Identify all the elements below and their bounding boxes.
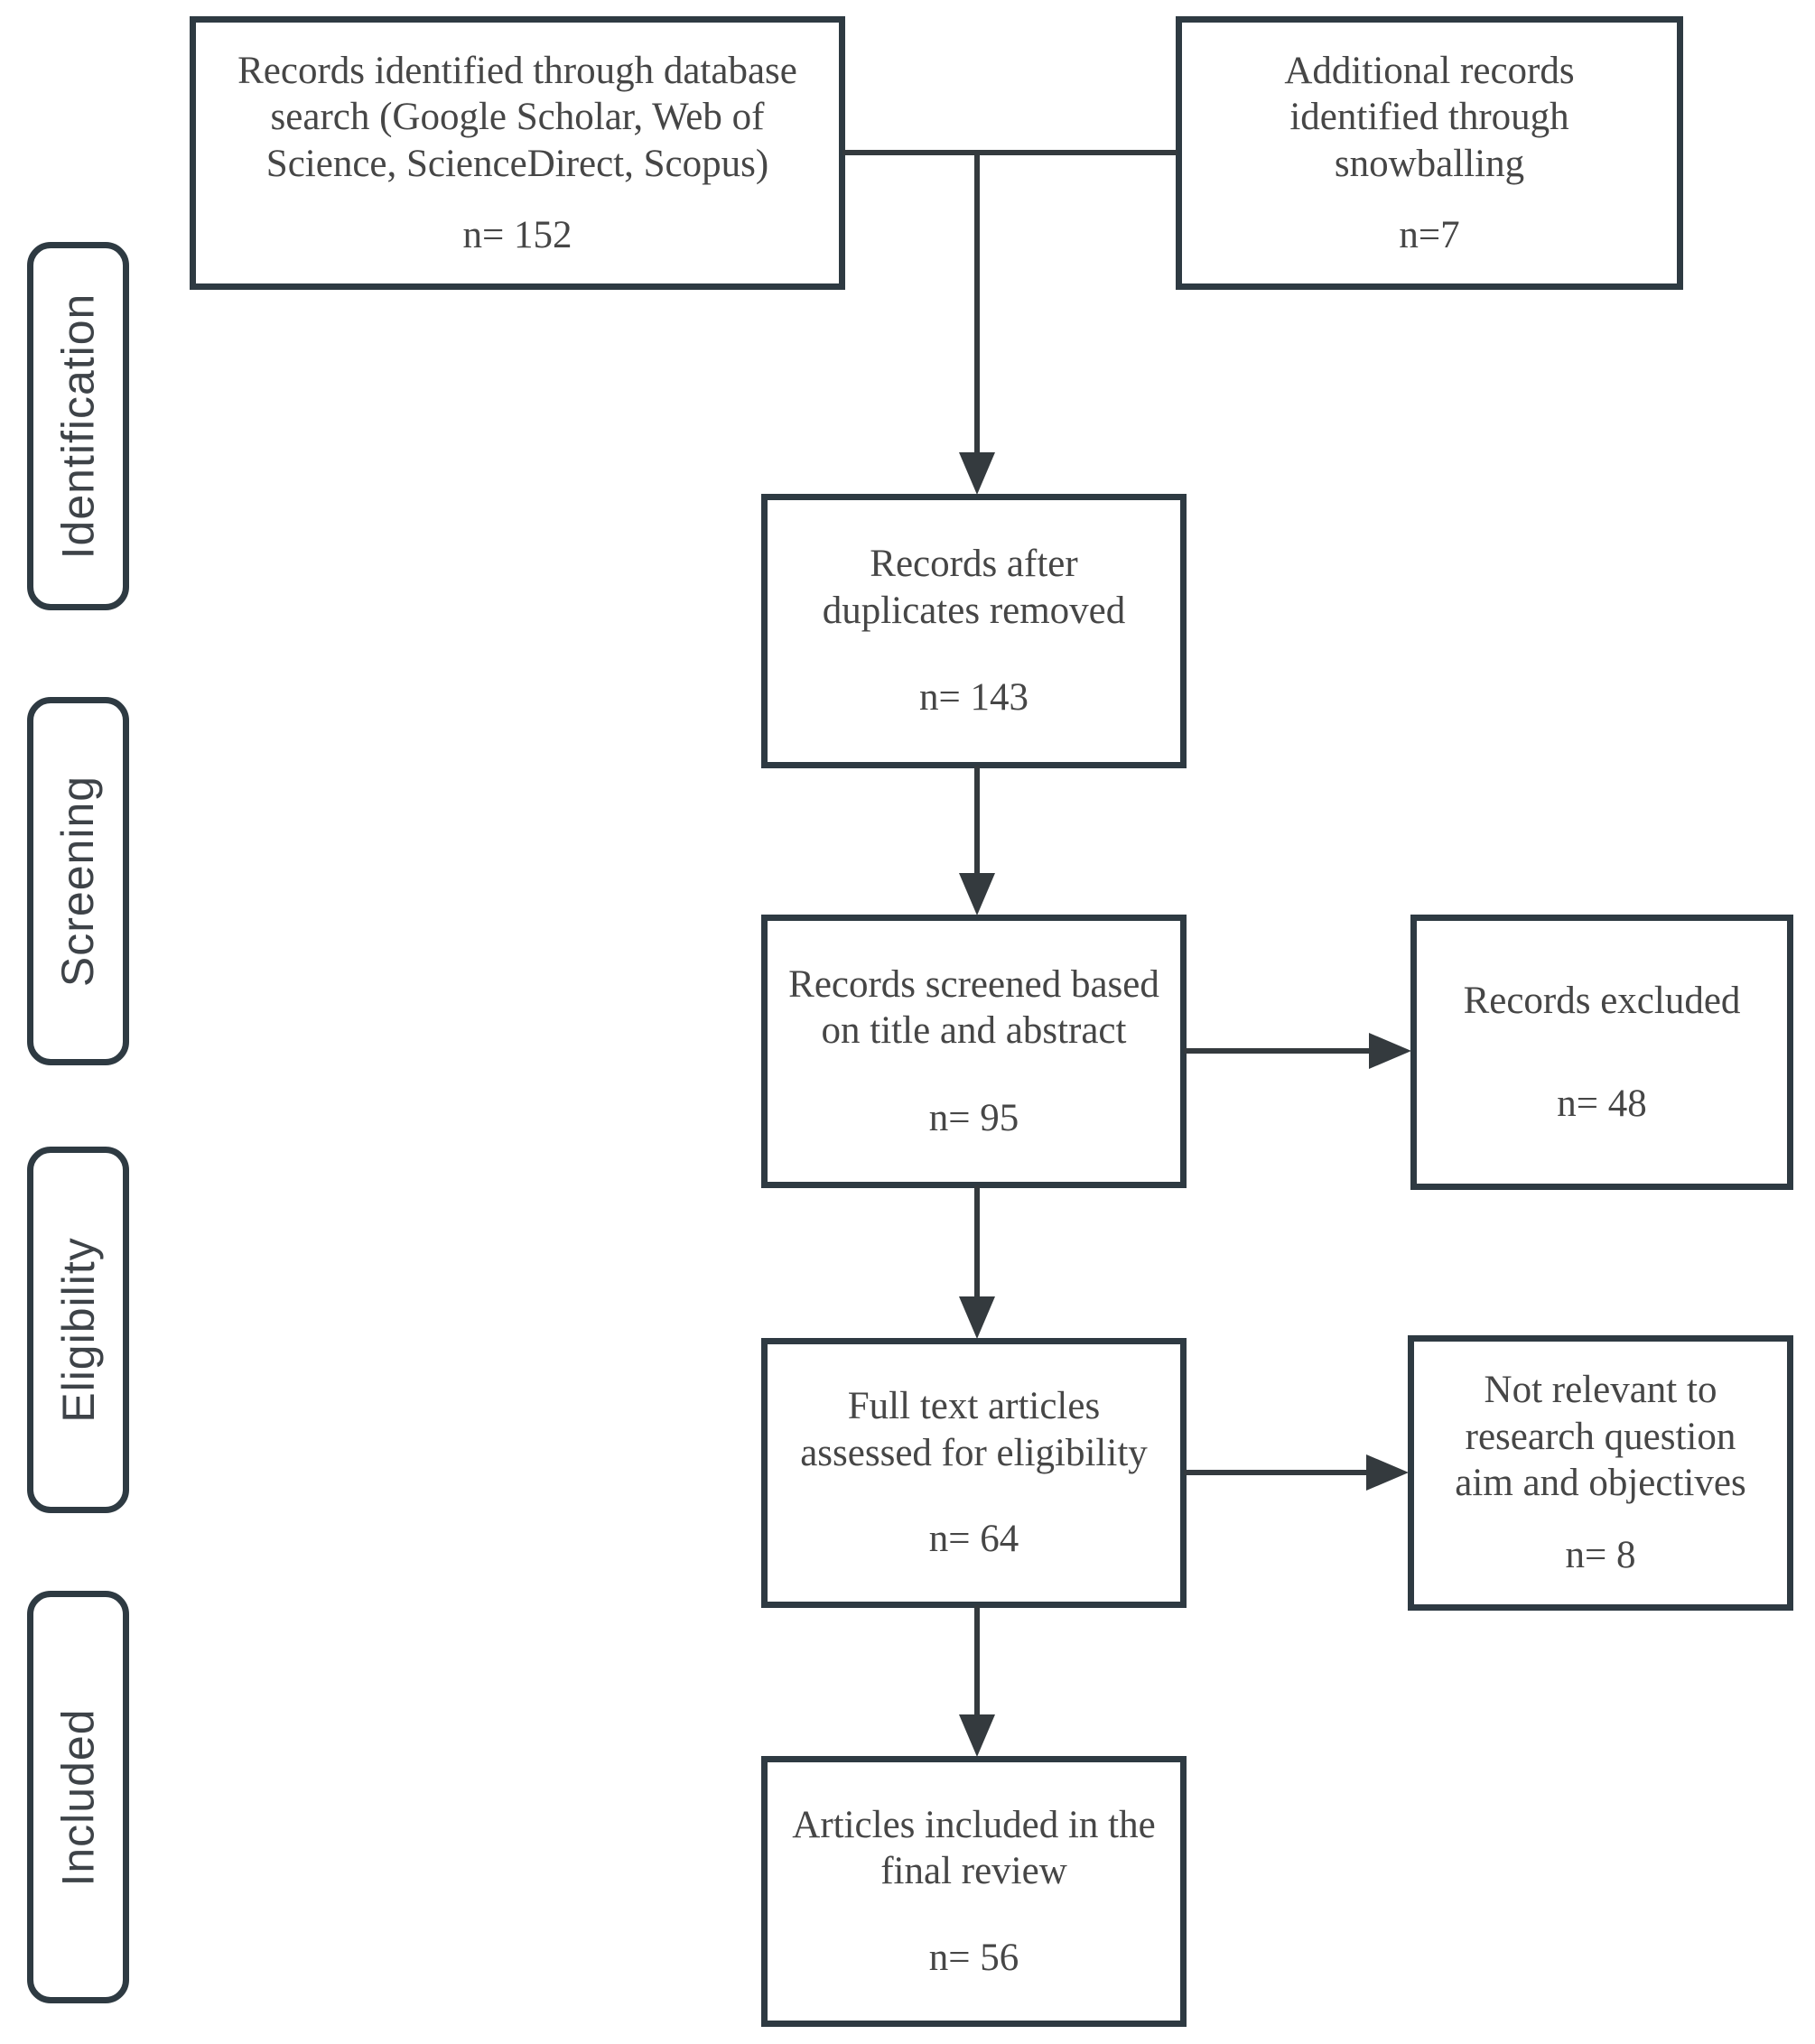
box-label: Records after duplicates removed: [822, 543, 1126, 632]
box-count: n= 143: [918, 676, 1028, 720]
connector-screened-to-excluded: [1184, 1048, 1370, 1054]
box-label: Articles included in the final review: [792, 1803, 1156, 1893]
arrow-down-icon: [959, 1714, 995, 1757]
connector-screened-to-fulltext: [974, 1185, 980, 1297]
flow-box-snowballing: Additional records identified through sn…: [1176, 16, 1683, 290]
flow-box-records-screened: Records screened based on title and abst…: [761, 915, 1187, 1188]
stage-label-identification-text: Identification: [52, 293, 104, 560]
connector-fulltext-to-notrelevant: [1184, 1470, 1367, 1475]
stage-label-screening: Screening: [27, 697, 129, 1065]
box-count: n= 8: [1565, 1534, 1636, 1577]
arrow-down-icon: [959, 873, 995, 915]
stage-label-identification: Identification: [27, 242, 129, 610]
stage-label-eligibility-text: Eligibility: [52, 1237, 104, 1423]
connector-top-to-duplicates: [974, 150, 980, 453]
stage-label-included-text: Included: [52, 1707, 104, 1887]
box-count: n=7: [1399, 213, 1460, 256]
flow-box-records-excluded: Records excluded n= 48: [1410, 915, 1793, 1190]
stage-label-eligibility: Eligibility: [27, 1147, 129, 1513]
connector-duplicates-to-screened: [974, 766, 980, 874]
box-label: Additional records identified through sn…: [1284, 49, 1575, 185]
box-count: n= 152: [462, 213, 572, 256]
stage-label-screening-text: Screening: [52, 775, 104, 988]
box-label: Full text articles assessed for eligibil…: [800, 1385, 1148, 1474]
flow-box-database-search: Records identified through database sear…: [190, 16, 845, 290]
box-count: n= 48: [1557, 1082, 1647, 1125]
flow-box-full-text-assessed: Full text articles assessed for eligibil…: [761, 1338, 1187, 1608]
arrow-right-icon: [1369, 1033, 1411, 1069]
box-label: Not relevant to research question aim an…: [1455, 1369, 1746, 1505]
connector-fulltext-to-included: [974, 1605, 980, 1715]
box-label: Records screened based on title and abst…: [788, 962, 1159, 1053]
stage-label-included: Included: [27, 1591, 129, 2003]
flow-box-not-relevant: Not relevant to research question aim an…: [1408, 1335, 1793, 1611]
flow-box-final-included: Articles included in the final review n=…: [761, 1756, 1187, 2027]
box-count: n= 64: [928, 1518, 1019, 1560]
flow-box-duplicates-removed: Records after duplicates removed n= 143: [761, 494, 1187, 768]
arrow-down-icon: [959, 452, 995, 495]
arrow-right-icon: [1366, 1454, 1409, 1491]
box-label: Records excluded: [1463, 979, 1741, 1022]
box-count: n= 95: [928, 1096, 1019, 1139]
arrow-down-icon: [959, 1296, 995, 1339]
box-label: Records identified through database sear…: [237, 49, 797, 185]
connector-dbsearch-to-snowballing: [842, 150, 1177, 155]
box-count: n= 56: [928, 1936, 1019, 1979]
